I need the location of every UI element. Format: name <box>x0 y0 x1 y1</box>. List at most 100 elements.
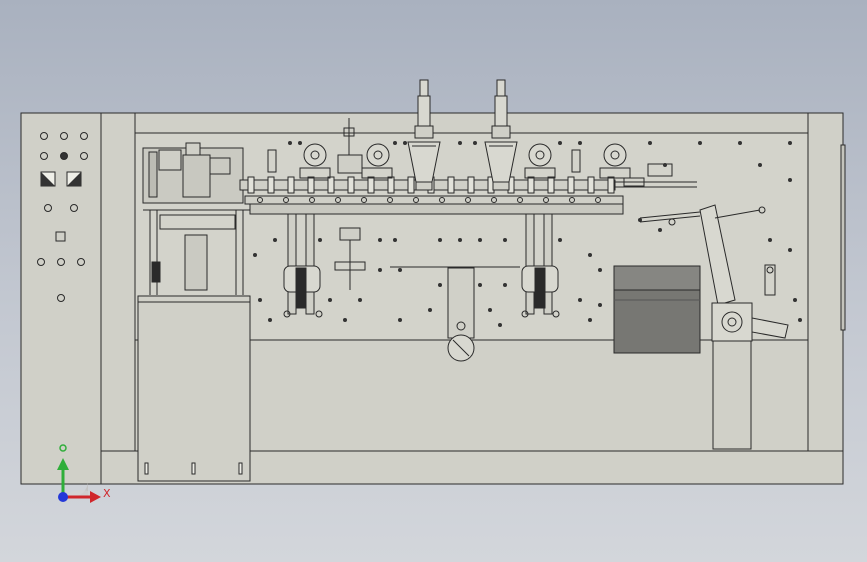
rail-clamp <box>587 176 595 194</box>
rail-clamp <box>527 176 535 194</box>
rail-bolt <box>361 197 367 203</box>
mounting-hole <box>398 318 402 322</box>
rail-clamp <box>347 176 355 194</box>
mounting-hole <box>503 283 507 287</box>
mounting-hole <box>578 298 582 302</box>
mounting-hole <box>588 253 592 257</box>
rail-clamp <box>327 176 335 194</box>
pulley-3 <box>524 143 556 179</box>
mounting-hole <box>788 141 792 145</box>
mounting-hole <box>393 141 397 145</box>
rail-clamp <box>307 176 315 194</box>
control-panel <box>37 132 88 302</box>
mounting-hole <box>473 141 477 145</box>
mounting-hole <box>438 283 442 287</box>
panel-button-3 <box>80 132 88 140</box>
mounting-hole <box>398 268 402 272</box>
rail-bolt <box>283 197 289 203</box>
pulley-2 <box>361 143 393 179</box>
mounting-hole <box>458 238 462 242</box>
coordinate-triad: X <box>57 444 111 503</box>
rail-clamp <box>467 176 475 194</box>
rail-bolt <box>387 197 393 203</box>
panel-button-1 <box>40 132 48 140</box>
mounting-hole <box>638 218 642 222</box>
mounting-hole <box>768 238 772 242</box>
motor-box <box>613 265 701 354</box>
mounting-hole <box>273 238 277 242</box>
mounting-hole <box>793 298 797 302</box>
sealing-jaw-left <box>283 213 323 318</box>
mounting-hole <box>588 318 592 322</box>
rail-clamp <box>447 176 455 194</box>
rail-bolt <box>465 197 471 203</box>
mounting-hole <box>698 141 702 145</box>
rail-bolt <box>595 197 601 203</box>
panel-button-6 <box>80 152 88 160</box>
mounting-hole <box>488 308 492 312</box>
filling-hopper-left <box>407 79 441 191</box>
mounting-hole <box>393 238 397 242</box>
mounting-hole <box>298 141 302 145</box>
panel-button-2 <box>60 132 68 140</box>
rail-bolt <box>517 197 523 203</box>
rail-bolt <box>257 197 263 203</box>
pulley-1 <box>299 143 331 179</box>
cutter-plate <box>447 267 475 362</box>
mounting-hole <box>788 178 792 182</box>
mounting-hole <box>503 238 507 242</box>
mounting-hole <box>438 238 442 242</box>
rail-clamp <box>267 176 275 194</box>
left-drive-assembly <box>142 142 250 295</box>
x-axis-label: X <box>103 487 111 500</box>
rail-clamp <box>607 176 615 194</box>
z-axis-marker <box>58 492 68 502</box>
crank-arm <box>639 204 789 450</box>
rail-bolt <box>569 197 575 203</box>
rail-bolt <box>543 197 549 203</box>
mounting-hole <box>328 298 332 302</box>
mounting-hole <box>598 268 602 272</box>
rail-clamp <box>287 176 295 194</box>
mounting-hole <box>598 303 602 307</box>
mounting-hole <box>378 268 382 272</box>
rail-clamp <box>247 176 255 194</box>
mounting-hole <box>403 141 407 145</box>
mounting-hole <box>343 318 347 322</box>
mounting-hole <box>558 238 562 242</box>
mounting-hole <box>648 141 652 145</box>
mounting-holes <box>253 141 802 327</box>
mounting-hole <box>798 318 802 322</box>
mounting-hole <box>318 238 322 242</box>
sealing-jaw-right <box>521 213 560 318</box>
mounting-hole <box>378 238 382 242</box>
mounting-hole <box>738 141 742 145</box>
rail-clamp <box>407 176 415 194</box>
mounting-hole <box>758 163 762 167</box>
mounting-hole <box>253 253 257 257</box>
mounting-hole <box>358 298 362 302</box>
mounting-hole <box>498 323 502 327</box>
panel-indicator <box>55 231 66 242</box>
rail-bolt <box>309 197 315 203</box>
mounting-hole <box>268 318 272 322</box>
rail-bolt <box>413 197 419 203</box>
rail-bolt <box>335 197 341 203</box>
mounting-hole <box>458 141 462 145</box>
panel-button-5 <box>60 152 68 160</box>
mounting-hole <box>658 228 662 232</box>
mounting-hole <box>788 248 792 252</box>
mounting-hole <box>478 283 482 287</box>
mounting-hole <box>428 308 432 312</box>
rail-bolt <box>439 197 445 203</box>
rail-clamp <box>367 176 375 194</box>
filling-hopper-right <box>484 79 518 191</box>
panel-button-4 <box>40 152 48 160</box>
mounting-hole <box>663 163 667 167</box>
rail-clamp <box>567 176 575 194</box>
idler-pulleys <box>267 118 631 179</box>
pulley-4 <box>599 143 631 179</box>
mounting-hole <box>578 141 582 145</box>
mounting-hole <box>288 141 292 145</box>
